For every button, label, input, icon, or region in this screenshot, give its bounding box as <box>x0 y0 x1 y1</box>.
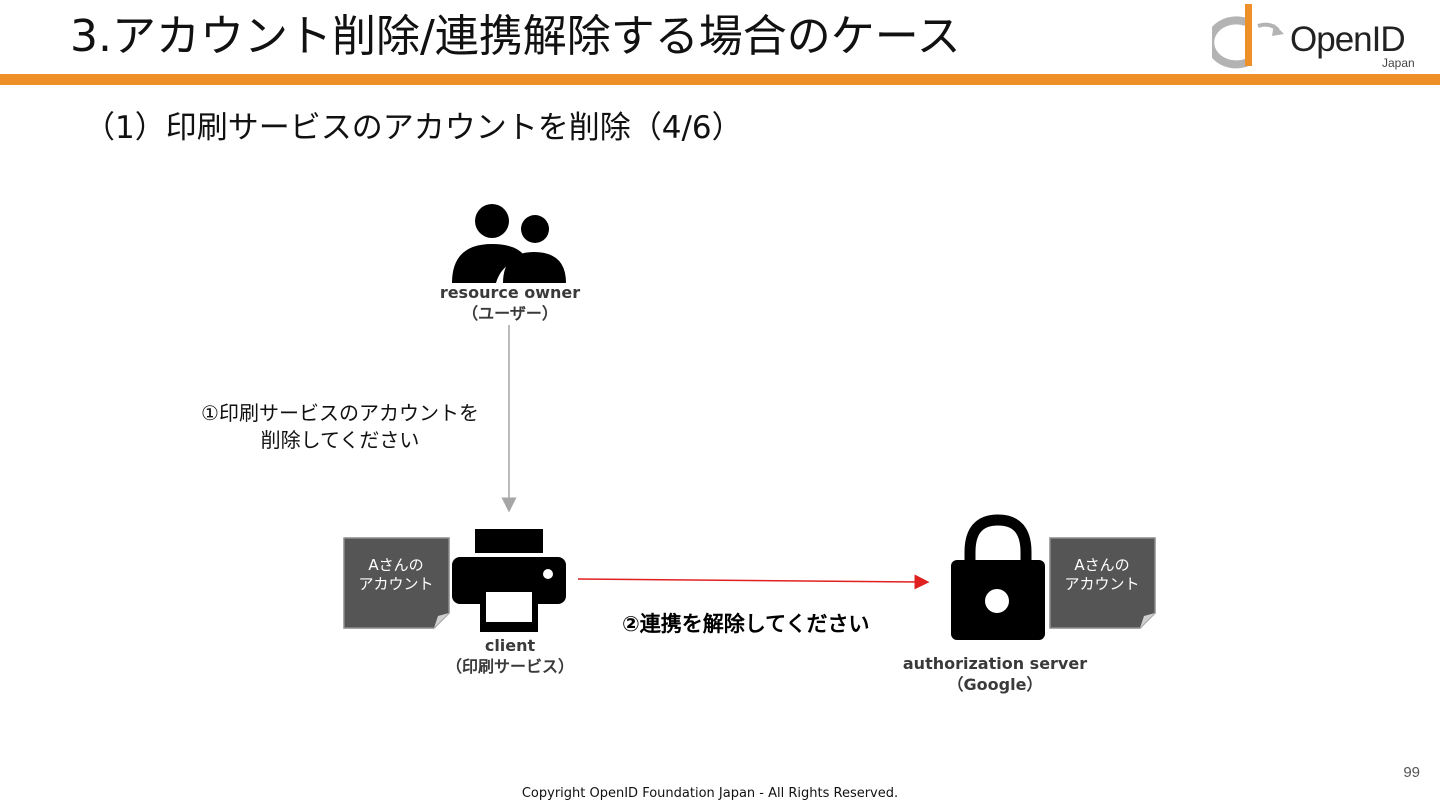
step1-annotation: ①印刷サービスのアカウントを 削除してください <box>190 400 490 454</box>
note-left-line2: アカウント <box>358 575 434 593</box>
page-number: 99 <box>1403 764 1420 781</box>
resource-owner-label: resource owner （ユーザー） <box>420 282 600 324</box>
client-sub: （印刷サービス） <box>445 657 574 676</box>
account-note-left <box>343 537 450 629</box>
users-icon <box>452 204 566 283</box>
step1-line2: 削除してください <box>260 428 420 452</box>
logo-wordmark: OpenID <box>1290 20 1406 59</box>
account-note-right <box>1049 537 1156 629</box>
slide-title: 3.アカウント削除/連携解除する場合のケース <box>70 11 961 62</box>
authorization-server-title: authorization server <box>902 654 1088 673</box>
title-underline-bar <box>0 74 1440 85</box>
note-right-line2: アカウント <box>1064 575 1140 593</box>
resource-owner-sub: （ユーザー） <box>462 304 558 323</box>
client-label: client （印刷サービス） <box>420 635 600 677</box>
resource-owner-title: resource owner <box>439 283 581 302</box>
step1-line1: ①印刷サービスのアカウントを <box>201 401 479 425</box>
lock-icon <box>951 514 1045 640</box>
authorization-server-label: authorization server （Google） <box>890 653 1100 695</box>
slide-subtitle: （1）印刷サービスのアカウントを削除（4/6） <box>84 110 743 146</box>
note-right-text: Aさんの アカウント <box>1050 556 1154 594</box>
copyright-notice: Copyright OpenID Foundation Japan - All … <box>521 786 899 801</box>
openid-logo-icon <box>1212 4 1284 69</box>
note-left-text: Aさんの アカウント <box>344 556 448 594</box>
client-title: client <box>484 636 536 655</box>
authorization-server-sub: （Google） <box>947 675 1043 694</box>
printer-icon <box>452 529 566 632</box>
note-left-line1: Aさんの <box>368 556 424 574</box>
logo-subtext: Japan <box>1382 56 1415 70</box>
note-right-line1: Aさんの <box>1074 556 1130 574</box>
arrow-client-to-server <box>577 574 930 590</box>
step2-annotation: ②連携を解除してください <box>622 612 870 636</box>
